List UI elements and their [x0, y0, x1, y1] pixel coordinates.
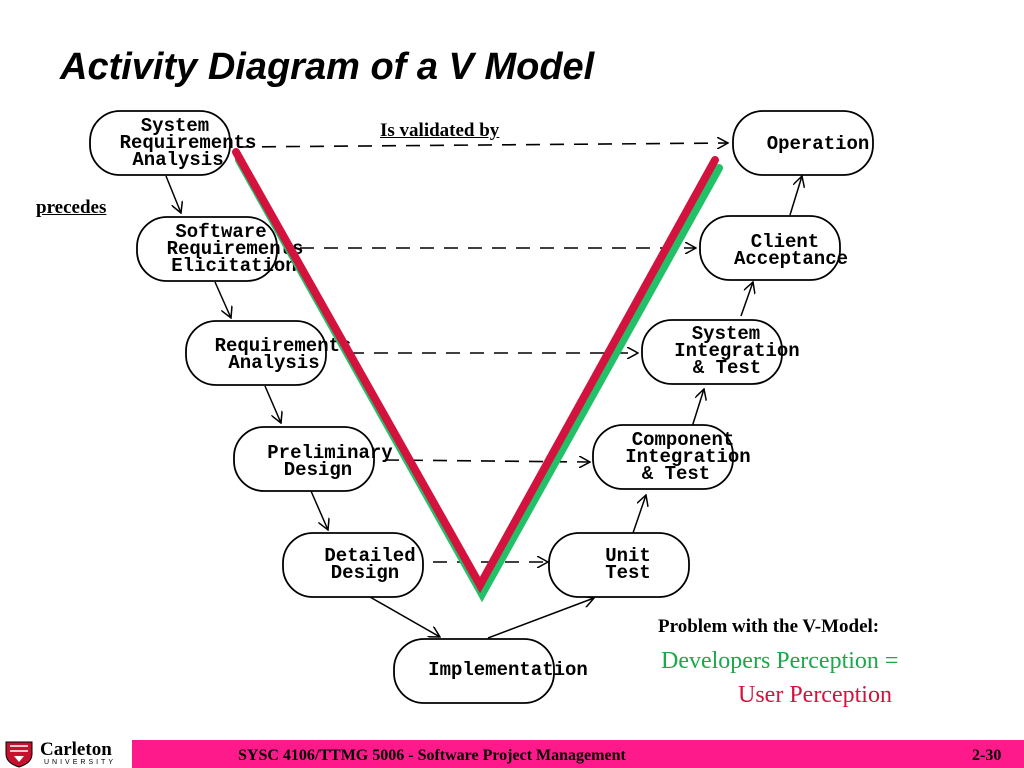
- node-system-integration-test: [641, 319, 783, 385]
- precedes-link: [691, 389, 704, 428]
- node-label: Unit: [605, 545, 651, 567]
- node-label: Design: [284, 459, 352, 481]
- node-label: Detailed: [324, 545, 415, 567]
- node-unit-test: [548, 532, 690, 598]
- precedes-link: [369, 596, 440, 637]
- user-perception: User Perception: [738, 682, 892, 708]
- precedes-label: precedes: [36, 197, 107, 218]
- node-preliminary-design: [233, 426, 375, 492]
- v-user-line: [232, 148, 719, 594]
- node-label: Implementation: [428, 659, 588, 681]
- v-shape: [232, 148, 723, 603]
- node-operation: [732, 110, 874, 176]
- node-label: Acceptance: [734, 248, 848, 270]
- problem-heading: Problem with the V-Model:: [658, 616, 880, 637]
- precedes-link: [632, 495, 646, 534]
- node-label: Requirements: [167, 238, 304, 260]
- node-label: Preliminary: [267, 442, 393, 464]
- node-label: System: [141, 115, 209, 137]
- is-validated-by-label: Is validated by: [380, 120, 500, 141]
- node-label: Elicitation: [171, 255, 296, 277]
- activity-nodes: [89, 110, 874, 704]
- node-label: Integration: [674, 340, 799, 362]
- node-system-requirements-analysis: [89, 110, 231, 176]
- node-label: Requirements: [120, 132, 257, 154]
- precedes-link: [487, 598, 594, 639]
- node-software-requirements-elicitation: [136, 216, 278, 282]
- v-model-diagram: System Requirements Analysis Software Re…: [89, 110, 874, 704]
- node-label: Component: [632, 429, 735, 451]
- precedes-links: [165, 175, 802, 639]
- node-label: Analysis: [132, 149, 223, 171]
- logo-subtitle: UNIVERSITY: [44, 759, 117, 766]
- footer-course: SYSC 4106/TTMG 5006 - Software Project M…: [238, 747, 626, 764]
- footer-bar: [132, 740, 1024, 768]
- slide-title: Activity Diagram of a V Model: [60, 46, 595, 88]
- node-label: System: [692, 323, 760, 345]
- node-label: Integration: [625, 446, 750, 468]
- node-labels: System Requirements Analysis Software Re…: [120, 115, 870, 681]
- carleton-crest-icon: [5, 741, 33, 768]
- node-label: Test: [605, 562, 651, 584]
- node-component-integration-test: [592, 424, 734, 490]
- precedes-link: [789, 176, 802, 216]
- node-label: Analysis: [228, 352, 319, 374]
- logo-name: Carleton: [40, 739, 112, 760]
- node-client-acceptance: [699, 215, 841, 281]
- node-label: & Test: [693, 357, 761, 379]
- precedes-link: [165, 175, 181, 213]
- footer-page-number: 2-30: [972, 747, 1002, 764]
- validation-link-operation: [237, 143, 728, 147]
- precedes-link: [264, 385, 281, 423]
- developers-perception: Developers Perception =: [661, 648, 899, 674]
- node-label: Operation: [767, 133, 870, 155]
- node-label: & Test: [642, 463, 710, 485]
- node-requirements-analysis: [185, 320, 327, 386]
- precedes-link: [214, 281, 231, 318]
- precedes-link: [310, 490, 328, 530]
- node-label: Requirements: [215, 335, 352, 357]
- node-label: Software: [175, 221, 266, 243]
- node-label: Design: [331, 562, 399, 584]
- precedes-link: [740, 282, 753, 317]
- node-label: Client: [751, 231, 819, 253]
- node-implementation: [393, 638, 555, 704]
- node-detailed-design: [282, 532, 424, 598]
